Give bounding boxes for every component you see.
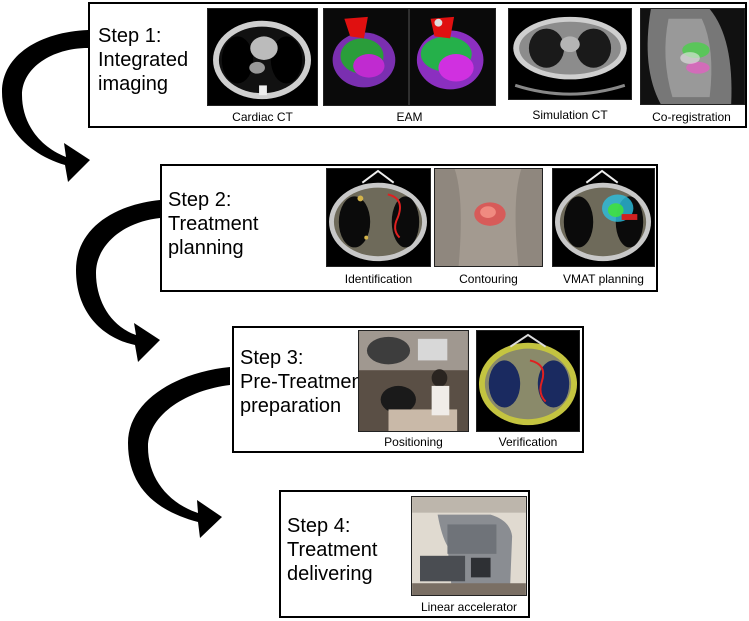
cardiac-ct-image: [207, 8, 318, 106]
arrow-step3-to-step4: [128, 367, 230, 538]
step-4-panel: Step 4: Treatment delivering Linear acce…: [279, 490, 530, 618]
step-3-title: Step 3: Pre-Treatment preparation: [240, 347, 369, 417]
identification-caption: Identification: [344, 272, 413, 286]
contouring-image: [434, 168, 543, 267]
step-2-panel: Step 2: Treatment planning Identificatio…: [160, 164, 658, 292]
contouring-caption: Contouring: [459, 272, 518, 286]
simulation-ct-caption: Simulation CT: [532, 108, 608, 122]
verification-caption: Verification: [498, 435, 558, 449]
step-3-panel: Step 3: Pre-Treatment preparation Positi…: [232, 326, 584, 453]
co-registration-caption: Co-registration: [652, 110, 731, 124]
step-1-panel: Step 1: Integrated imaging Cardiac CT EA…: [88, 2, 747, 128]
linear-accelerator-caption: Linear accelerator: [420, 600, 518, 614]
co-registration-image: [640, 8, 745, 105]
cardiac-ct-caption: Cardiac CT: [232, 110, 293, 124]
linear-accelerator-image: [411, 496, 527, 596]
eam-caption: EAM: [396, 110, 423, 124]
vmat-planning-image: [552, 168, 655, 267]
positioning-image: [358, 330, 469, 432]
verification-image: [476, 330, 580, 432]
step-4-title: Step 4: Treatment delivering: [287, 515, 378, 585]
vmat-planning-caption: VMAT planning: [563, 272, 644, 286]
step-1-title: Step 1: Integrated imaging: [98, 25, 189, 95]
positioning-caption: Positioning: [384, 435, 443, 449]
arrow-step1-to-step2: [2, 30, 90, 182]
identification-image: [326, 168, 431, 267]
simulation-ct-image: [508, 8, 632, 100]
step-2-title: Step 2: Treatment planning: [168, 189, 259, 259]
arrow-step2-to-step3: [76, 200, 160, 362]
eam-image: [323, 8, 496, 106]
